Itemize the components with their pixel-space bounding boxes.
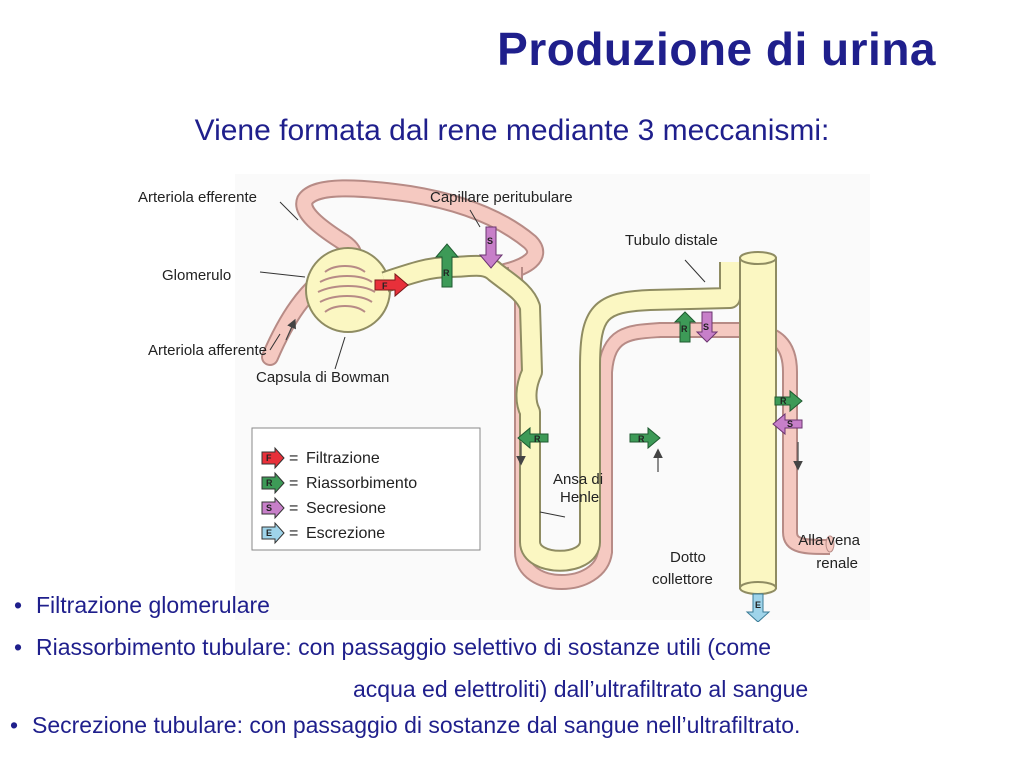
bullet-item: • Filtrazione glomerulare <box>14 592 270 619</box>
bullet-text: Riassorbimento tubulare: con passaggio s… <box>36 634 772 660</box>
label-tubulo-distale: Tubulo distale <box>625 232 718 249</box>
reabsorption-marker-2: R <box>517 426 549 450</box>
bullet-dot: • <box>10 712 19 738</box>
svg-text:S: S <box>787 419 793 429</box>
legend-letter: E <box>266 528 272 538</box>
svg-text:R: R <box>681 324 688 334</box>
legend-arrow-icon <box>261 471 285 495</box>
process-markers: F R S R R R S R <box>374 226 803 622</box>
legend-label: Riassorbimento <box>306 475 417 492</box>
bullet-dot: • <box>14 592 23 618</box>
legend-equals: = <box>289 475 298 492</box>
label-alla-vena: Alla vena <box>798 532 860 549</box>
label-glomerulo: Glomerulo <box>162 267 231 284</box>
bullet-item: • Riassorbimento tubulare: con passaggio … <box>14 634 771 661</box>
label-capillare-peritubulare: Capillare peritubulare <box>430 189 573 206</box>
bullet-item: • Secrezione tubulare: con passaggio di s… <box>10 712 800 739</box>
secretion-marker-3: S <box>772 412 803 436</box>
secretion-marker-1: S <box>478 226 504 269</box>
nephron-diagram: F R S R R R S R <box>138 174 870 622</box>
excretion-marker: E <box>745 593 771 622</box>
filtration-marker: F <box>374 272 409 298</box>
bullet-dot: • <box>14 634 23 660</box>
svg-text:R: R <box>638 434 645 444</box>
legend-letter: R <box>266 478 273 488</box>
legend-letter: S <box>266 503 272 513</box>
svg-text:R: R <box>534 434 541 444</box>
reabsorption-marker-3: R <box>629 426 661 450</box>
bullet-text: Filtrazione glomerulare <box>36 592 270 618</box>
label-ansa-henle-2: Henle <box>560 489 599 506</box>
svg-text:E: E <box>755 600 761 610</box>
flow-arrows <box>285 318 803 472</box>
leader-lines <box>259 201 706 518</box>
bullet-continuation: acqua ed elettroliti) dall’ultrafiltrato… <box>353 676 808 703</box>
reabsorption-marker-4: R <box>673 311 697 343</box>
svg-text:S: S <box>487 236 493 246</box>
legend-equals: = <box>289 525 298 542</box>
label-collettore: collettore <box>652 571 713 588</box>
svg-text:R: R <box>780 396 787 406</box>
legend-label: Secresione <box>306 500 386 517</box>
reabsorption-marker-5: R <box>774 389 803 413</box>
label-arteriola-efferente: Arteriola efferente <box>138 189 257 206</box>
label-dotto: Dotto <box>670 549 706 566</box>
reabsorption-marker-1: R <box>434 243 460 288</box>
slide-title: Produzione di urina <box>497 23 936 75</box>
legend-equals: = <box>289 500 298 517</box>
legend-letter: F <box>266 453 272 463</box>
legend-label: Filtrazione <box>306 450 380 467</box>
legend-item: R = Riassorbimento <box>261 471 417 495</box>
label-renale: renale <box>816 555 858 572</box>
svg-text:R: R <box>443 268 450 278</box>
legend-label: Escrezione <box>306 525 385 542</box>
label-ansa-henle-1: Ansa di <box>553 471 603 488</box>
legend-item: S = Secresione <box>261 496 386 520</box>
label-arteriola-afferente: Arteriola afferente <box>148 342 267 359</box>
bullet-text: acqua ed elettroliti) dall’ultrafiltrato… <box>353 676 809 702</box>
legend-item: E = Escrezione <box>261 521 385 545</box>
legend-equals: = <box>289 450 298 467</box>
legend-arrow-icon <box>261 496 285 520</box>
secretion-marker-2: S <box>695 311 719 343</box>
legend-item: F = Filtrazione <box>261 446 380 470</box>
svg-text:F: F <box>382 281 388 291</box>
bullet-text: Secrezione tubulare: con passaggio di so… <box>32 712 801 738</box>
slide-subtitle: Viene formata dal rene mediante 3 meccan… <box>194 114 830 147</box>
legend-arrow-icon <box>261 521 285 545</box>
svg-text:S: S <box>703 322 709 332</box>
label-capsula-bowman: Capsula di Bowman <box>256 369 389 386</box>
legend-arrow-icon <box>261 446 285 470</box>
